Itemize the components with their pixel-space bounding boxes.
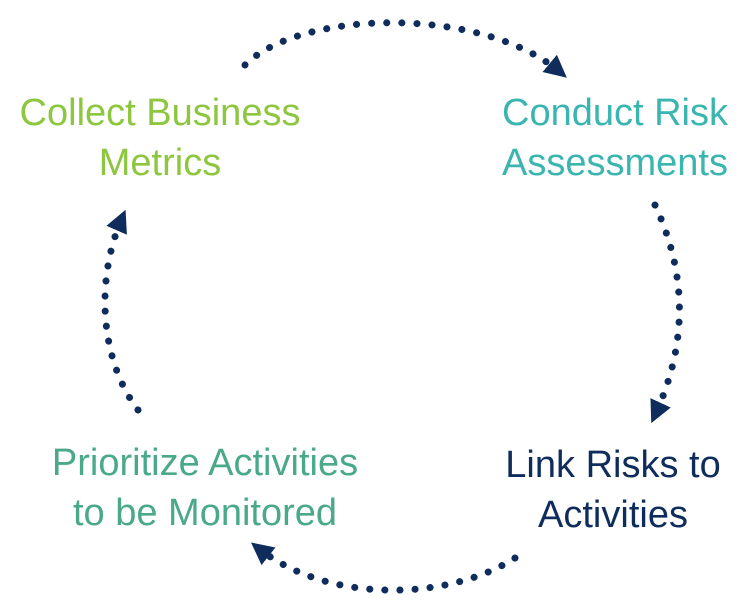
arrow-conduct-to-link	[650, 201, 683, 424]
step-collect-business-metrics: Collect Business Metrics	[0, 88, 320, 188]
step-label-line: Conduct Risk	[502, 92, 728, 134]
step-label-line: Assessments	[502, 142, 728, 184]
arrow-prioritize-to-collect	[101, 209, 142, 414]
arrow-link-to-prioritize	[250, 542, 519, 594]
step-label-line: to be Monitored	[72, 492, 338, 534]
step-prioritize-activities: Prioritize Activities to be Monitored	[10, 438, 400, 538]
step-label-line: Prioritize Activities	[51, 442, 359, 484]
step-label-line: Metrics	[98, 142, 222, 184]
arrow-collect-to-conduct	[241, 19, 567, 78]
step-label-line: Link Risks to	[505, 444, 721, 486]
step-conduct-risk-assessments: Conduct Risk Assessments	[475, 88, 745, 188]
step-label-line: Collect Business	[19, 92, 301, 134]
step-label-line: Activities	[538, 494, 688, 536]
step-link-risks-to-activities: Link Risks to Activities	[478, 440, 745, 540]
